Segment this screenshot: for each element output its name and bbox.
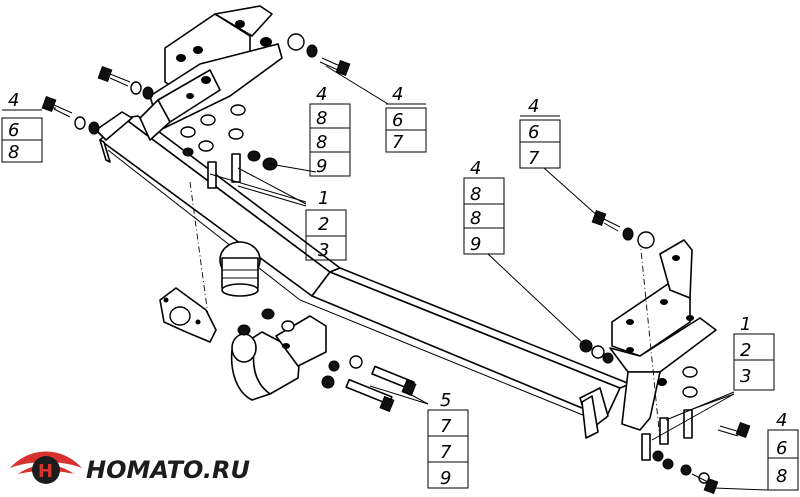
callout-label: 8: [470, 184, 481, 205]
bolt-top-left-group: [41, 96, 100, 135]
callout-label: 6: [8, 120, 19, 141]
tow-ball: [219, 241, 261, 297]
callout-label: 8: [470, 208, 481, 229]
callout-label: 4: [528, 96, 539, 117]
logo-h-badge: [32, 456, 60, 484]
callout-label: 7: [440, 416, 452, 437]
callout-label: 7: [528, 148, 540, 169]
callout-label: 7: [392, 132, 404, 153]
callout-label: 9: [440, 468, 451, 489]
brand-name: HOMATO.RU: [86, 456, 250, 484]
cross-beam: [95, 111, 631, 439]
callout-bottom-ball: 5 7 7 9: [427, 390, 469, 489]
bolt-top-center-group: [287, 33, 351, 76]
callout-top-center-nut: 4 8 8 9: [309, 84, 351, 177]
callout-label: 4: [470, 158, 481, 179]
callout-label: 3: [740, 366, 751, 387]
callout-label: 1: [318, 188, 329, 209]
ball-neck-bracket: [230, 315, 327, 401]
callout-label: 9: [470, 234, 481, 255]
bolt-right-bottom-group: [691, 422, 751, 494]
callout-top-center-bolt: 4 6 7: [385, 84, 427, 153]
callout-label: 6: [392, 110, 403, 131]
callout-bottom-right: 4 6 8: [767, 410, 799, 491]
callout-label: 2: [740, 340, 751, 361]
callout-label: 4: [776, 410, 787, 431]
leader-lines: [42, 65, 769, 491]
left-bracket: [139, 5, 283, 141]
callout-center-bolts: 1 2 3: [305, 188, 347, 261]
callout-label: 7: [440, 442, 452, 463]
callout-label: 8: [8, 142, 19, 163]
bolt-right-top-group: [591, 210, 655, 249]
right-nuts: [579, 339, 614, 364]
callout-right-top-bolt: 4 6 7: [519, 96, 561, 169]
brand-logo: H HOMATO.RU: [10, 451, 250, 484]
ball-bracket-bolts: [237, 308, 417, 413]
callout-label: 6: [776, 438, 787, 459]
callout-label: 2: [318, 214, 329, 235]
right-bracket: [609, 239, 717, 441]
socket-plate: [159, 287, 217, 343]
bolt-upper-left-group: [97, 66, 154, 100]
callout-label: 8: [776, 466, 787, 487]
callout-label: 3: [318, 240, 329, 261]
svg-text:H: H: [38, 461, 53, 482]
callout-label: 4: [392, 84, 403, 105]
callout-right-nut: 4 8 8 9: [463, 158, 505, 255]
callout-label: 1: [740, 314, 751, 335]
callout-label: 5: [440, 390, 451, 411]
callout-label: 6: [528, 122, 539, 143]
callout-right-bolts: 1 2 3: [733, 314, 775, 391]
callout-top-left: 4 6 8: [1, 90, 43, 163]
callout-label: 4: [316, 84, 327, 105]
callout-label: 8: [316, 108, 327, 129]
callout-label: 4: [8, 90, 19, 111]
callout-label: 8: [316, 132, 327, 153]
callout-label: 9: [316, 156, 327, 177]
right-studs: [641, 366, 698, 476]
